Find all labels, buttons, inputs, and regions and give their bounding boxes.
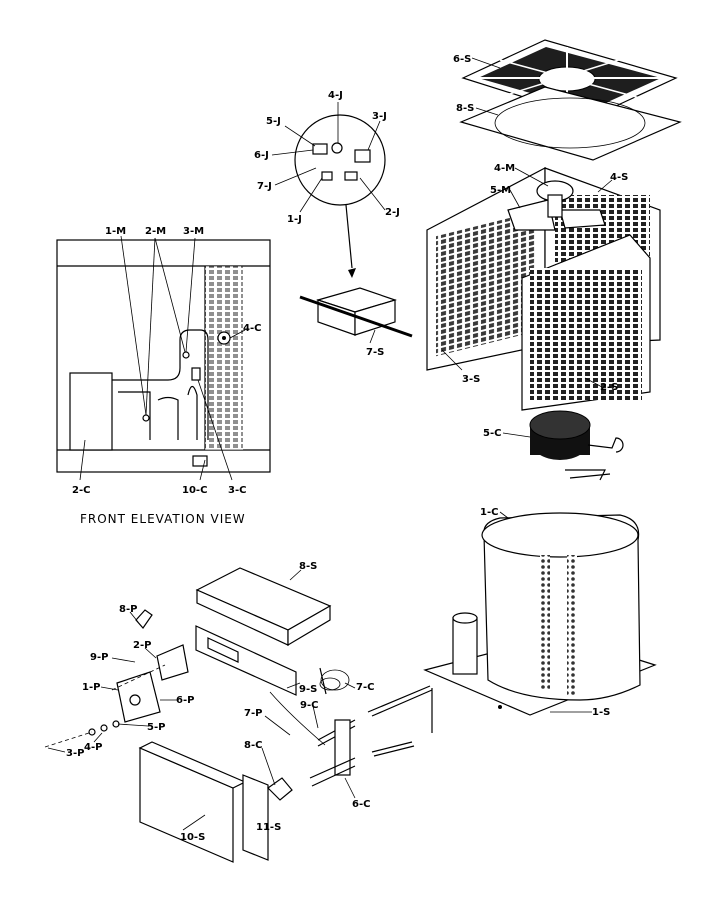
label-1-P: 1-P [82,682,100,693]
top-panel [459,86,682,161]
label-10-S: 10-S [180,832,205,843]
label-7-C: 7-C [356,682,374,693]
label-1-S: 1-S [592,707,610,718]
label-11-S: 11-S [256,822,281,833]
label-9-S: 9-S [299,684,317,695]
label-2-C: 2-C [72,485,90,496]
label-8-S-top: 8-S [456,103,474,114]
front-elevation-caption: FRONT ELEVATION VIEW [80,512,246,526]
label-1-M: 1-M [105,226,126,237]
label-4-M: 4-M [494,163,515,174]
label-6-S: 6-S [453,54,471,65]
label-2-P: 2-P [133,640,151,651]
label-3-P: 3-P [66,748,84,759]
label-2-S: 2-S [600,382,618,393]
label-3-J: 3-J [372,111,387,122]
fan-guard [461,39,678,119]
control-box [299,287,413,338]
label-3-S: 3-S [462,374,480,385]
valve-assembly [44,609,356,801]
label-3-C: 3-C [228,485,246,496]
label-4-S: 4-S [610,172,628,183]
condenser-coil-section [529,410,624,481]
part-labels: 6-S 8-S 4-M 5-M 4-S 3-S 2-S 5-C 1-C 1-S … [66,54,628,843]
outdoor-unit-base [367,512,657,757]
label-4-P: 4-P [84,742,102,753]
label-1-J: 1-J [287,214,302,225]
leader-lines [47,57,613,831]
label-6-J: 6-J [254,150,269,161]
label-3-M: 3-M [183,226,204,237]
label-6-P: 6-P [176,695,194,706]
label-1-C: 1-C [480,507,498,518]
label-5-M: 5-M [490,185,511,196]
label-7-P: 7-P [244,708,262,719]
label-4-C: 4-C [243,323,261,334]
label-9-C: 9-C [300,700,318,711]
label-2-J: 2-J [385,207,400,218]
front-elevation-view [56,235,271,481]
label-5-J: 5-J [266,116,281,127]
label-8-C: 8-C [244,740,262,751]
label-5-C: 5-C [483,428,501,439]
label-6-C: 6-C [352,799,370,810]
label-4-J: 4-J [328,90,343,101]
label-7-S: 7-S [366,347,384,358]
label-7-J: 7-J [257,181,272,192]
label-8-P: 8-P [119,604,137,615]
label-2-M: 2-M [145,226,166,237]
label-10-C: 10-C [182,485,207,496]
label-8-S-box: 8-S [299,561,317,572]
control-box-detail [294,114,386,278]
label-9-P: 9-P [90,652,108,663]
label-5-P: 5-P [147,722,165,733]
service-panels [138,567,332,863]
